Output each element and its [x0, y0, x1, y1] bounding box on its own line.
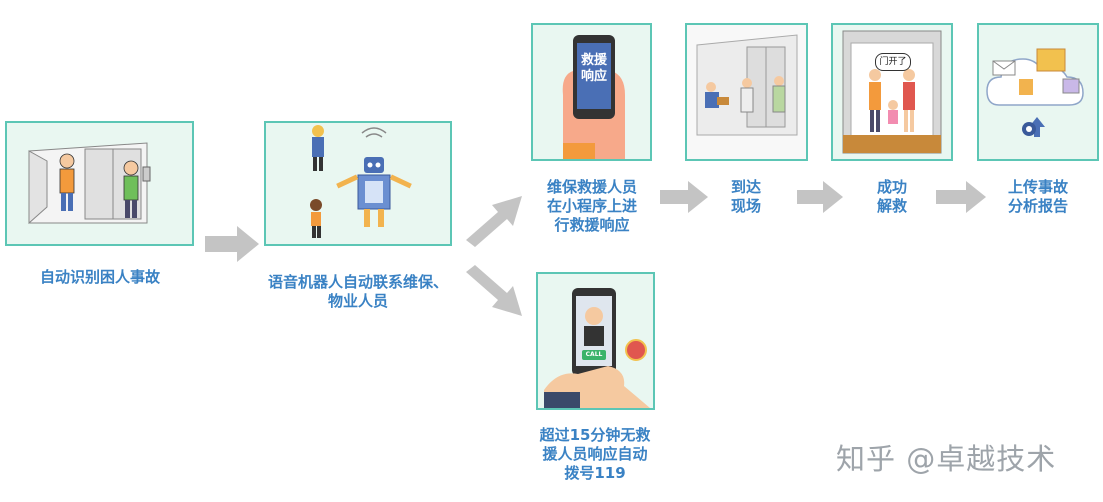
phone-call-illustration [544, 288, 650, 408]
caption-success-line1: 成功 [876, 178, 907, 196]
watermark: 知乎 @卓越技术 [836, 442, 1057, 476]
elevator-trapped-illustration [28, 142, 151, 225]
panel-report [977, 23, 1099, 161]
panel-rescue-app: 救援 响应 [531, 23, 652, 161]
phone-hand-illustration [562, 35, 625, 159]
caption-dial-line3: 拨号119 [564, 464, 626, 482]
call-button-label: CALL [585, 351, 603, 358]
caption-arrive-line1: 到达 [730, 178, 761, 196]
caption-rescue-line2: 在小程序上进 [546, 197, 637, 215]
caption-report: 上传事故 分析报告 [978, 178, 1098, 216]
arrow-right-icon [660, 181, 708, 213]
caption-robot: 语音机器人自动联系维保、 物业人员 [240, 273, 476, 311]
screen-text-line1: 救援 [580, 53, 607, 68]
arrive-scene-illustration [687, 25, 806, 159]
arrow-right-icon [936, 181, 986, 213]
arrow-right-icon [797, 181, 843, 213]
caption-rescue-line1: 维保救援人员 [546, 178, 637, 196]
cloud-upload-illustration [986, 48, 1084, 137]
caption-arrive: 到达 现场 [696, 178, 796, 216]
caption-dial-line1: 超过15分钟无救 [539, 426, 651, 444]
arrow-up-right-icon [466, 196, 522, 247]
arrow-down-right-icon [466, 265, 522, 316]
caption-arrive-line2: 现场 [730, 197, 761, 215]
panel-robot [264, 121, 452, 246]
caption-identify: 自动识别困人事故 [39, 268, 160, 286]
caption-robot-line2: 物业人员 [327, 292, 388, 310]
arrow-right-icon [205, 226, 259, 262]
caption-dial-line2: 援人员响应自动 [542, 445, 648, 463]
caption-success-line2: 解救 [876, 197, 907, 215]
rescued-family-illustration [842, 30, 942, 154]
panel-arrive [685, 23, 808, 161]
panel-auto-dial: CALL [536, 272, 655, 410]
caption-robot-line1: 语音机器人自动联系维保、 [267, 273, 448, 291]
panel-identify [5, 121, 194, 246]
panel-success: 门开了 [831, 23, 953, 161]
caption-report-line2: 分析报告 [1007, 197, 1068, 215]
robot-illustration [310, 125, 412, 238]
caption-rescue-app: 维保救援人员 在小程序上进 行救援响应 [522, 178, 662, 235]
phone-screen-text: 救援 响应 [577, 53, 611, 85]
screen-text-line2: 响应 [580, 69, 607, 84]
caption-report-line1: 上传事故 [1007, 178, 1068, 196]
caption-auto-dial: 超过15分钟无救 援人员响应自动 拨号119 [520, 426, 670, 483]
caption-rescue-line3: 行救援响应 [554, 216, 630, 234]
door-open-bubble: 门开了 [875, 53, 911, 71]
caption-success: 成功 解救 [842, 178, 942, 216]
